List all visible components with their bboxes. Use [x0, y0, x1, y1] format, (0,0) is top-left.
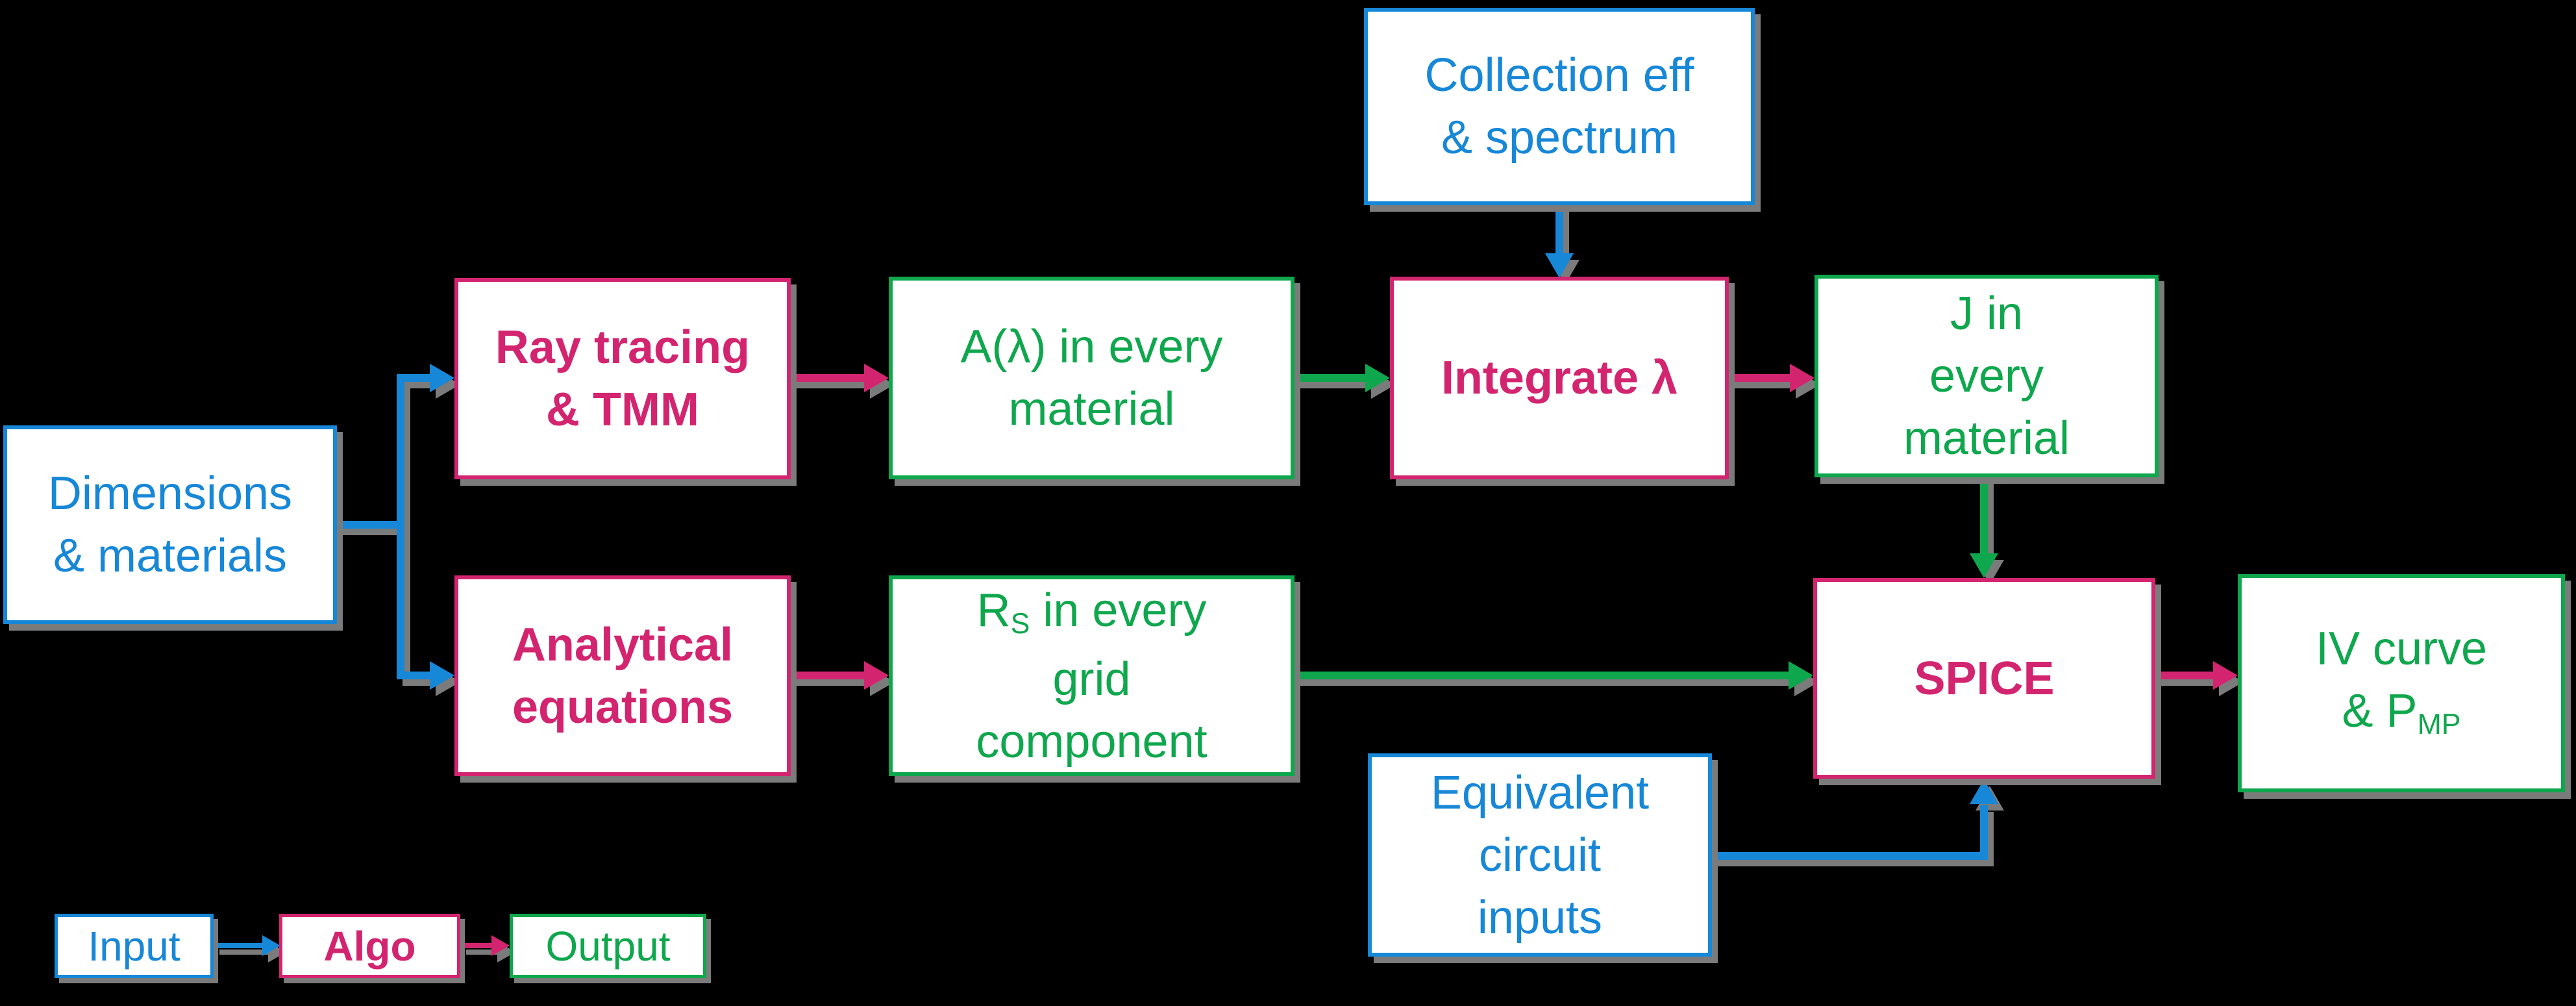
- node-text: RS in every: [976, 584, 1207, 640]
- wire-equivalent-to-spice-shadow: [1718, 812, 1994, 866]
- node-ray-tracing-tmm: Ray tracing & TMM: [454, 278, 791, 479]
- wire-equivalent-to-spice: [1712, 805, 1988, 860]
- node-text: component: [976, 715, 1208, 768]
- node-text: & spectrum: [1441, 112, 1678, 164]
- wire-dimensions-branch-shadow: [343, 381, 437, 686]
- legend-input-box: Input: [55, 914, 214, 978]
- node-text: Ray tracing: [495, 321, 750, 373]
- legend-algo-label: Algo: [323, 922, 416, 970]
- node-text: & PMP: [2342, 685, 2461, 741]
- node-rs-every-grid-component: RS in every grid component: [889, 575, 1294, 776]
- legend-input-label: Input: [88, 922, 180, 970]
- node-text: SPICE: [1914, 652, 2055, 705]
- legend-algo-box: Algo: [279, 914, 460, 978]
- node-text: material: [1903, 412, 2070, 464]
- arrowhead-to-j: [1790, 364, 1814, 392]
- node-collection-eff-spectrum: Collection eff & spectrum: [1364, 8, 1755, 205]
- node-text: IV curve: [2315, 623, 2488, 675]
- node-text: circuit: [1478, 829, 1601, 881]
- node-text: grid: [1052, 653, 1131, 705]
- node-iv-curve-pmp: IV curve & PMP: [2238, 574, 2565, 792]
- node-text: inputs: [1477, 891, 1603, 944]
- arrowhead-to-spice-bottom-shadow: [1975, 786, 2004, 811]
- legend-output-label: Output: [545, 922, 671, 970]
- node-text: Collection eff: [1424, 49, 1694, 101]
- legend-arrowhead-to-output: [491, 935, 510, 956]
- node-text: & materials: [53, 530, 288, 582]
- arrowhead-to-integrate-left: [1365, 364, 1390, 392]
- arrowhead-to-ray: [430, 364, 454, 392]
- node-text: equations: [512, 681, 734, 733]
- node-text: every: [1929, 350, 2044, 402]
- node-text: Equivalent: [1430, 766, 1650, 819]
- node-j-every-material: J in every material: [1814, 275, 2159, 477]
- node-text: & TMM: [546, 384, 699, 436]
- arrowhead-to-spice-left: [1789, 661, 1813, 690]
- legend-arrowhead-to-algo: [262, 935, 280, 956]
- node-equivalent-circuit-inputs: Equivalent circuit inputs: [1368, 753, 1712, 957]
- arrowhead-to-alambda: [864, 364, 889, 392]
- wire-dimensions-branch: [337, 374, 431, 679]
- node-text: material: [1008, 383, 1175, 435]
- node-text: J in: [1950, 288, 2024, 340]
- node-text: A(λ) in every: [960, 321, 1223, 373]
- node-text: Dimensions: [47, 468, 293, 520]
- legend-output-box: Output: [510, 914, 706, 978]
- node-analytical-equations: Analytical equations: [454, 575, 791, 776]
- node-text: Analytical: [512, 618, 734, 671]
- node-absorption-every-material: A(λ) in every material: [889, 277, 1294, 479]
- arrowhead-to-integrate-top: [1545, 253, 1574, 278]
- node-text: Integrate λ: [1441, 352, 1678, 404]
- node-integrate-lambda: Integrate λ: [1390, 277, 1729, 479]
- node-dimensions-materials: Dimensions & materials: [3, 425, 337, 624]
- arrowhead-to-rs: [864, 661, 889, 690]
- node-spice: SPICE: [1813, 578, 2155, 779]
- subscript: MP: [2417, 709, 2461, 741]
- arrowhead-to-iv: [2213, 661, 2238, 690]
- arrowhead-to-analytical: [430, 661, 454, 690]
- arrowhead-to-spice-top: [1970, 553, 1998, 578]
- subscript: S: [1010, 607, 1030, 640]
- arrowhead-to-spice-bottom: [1970, 779, 1998, 804]
